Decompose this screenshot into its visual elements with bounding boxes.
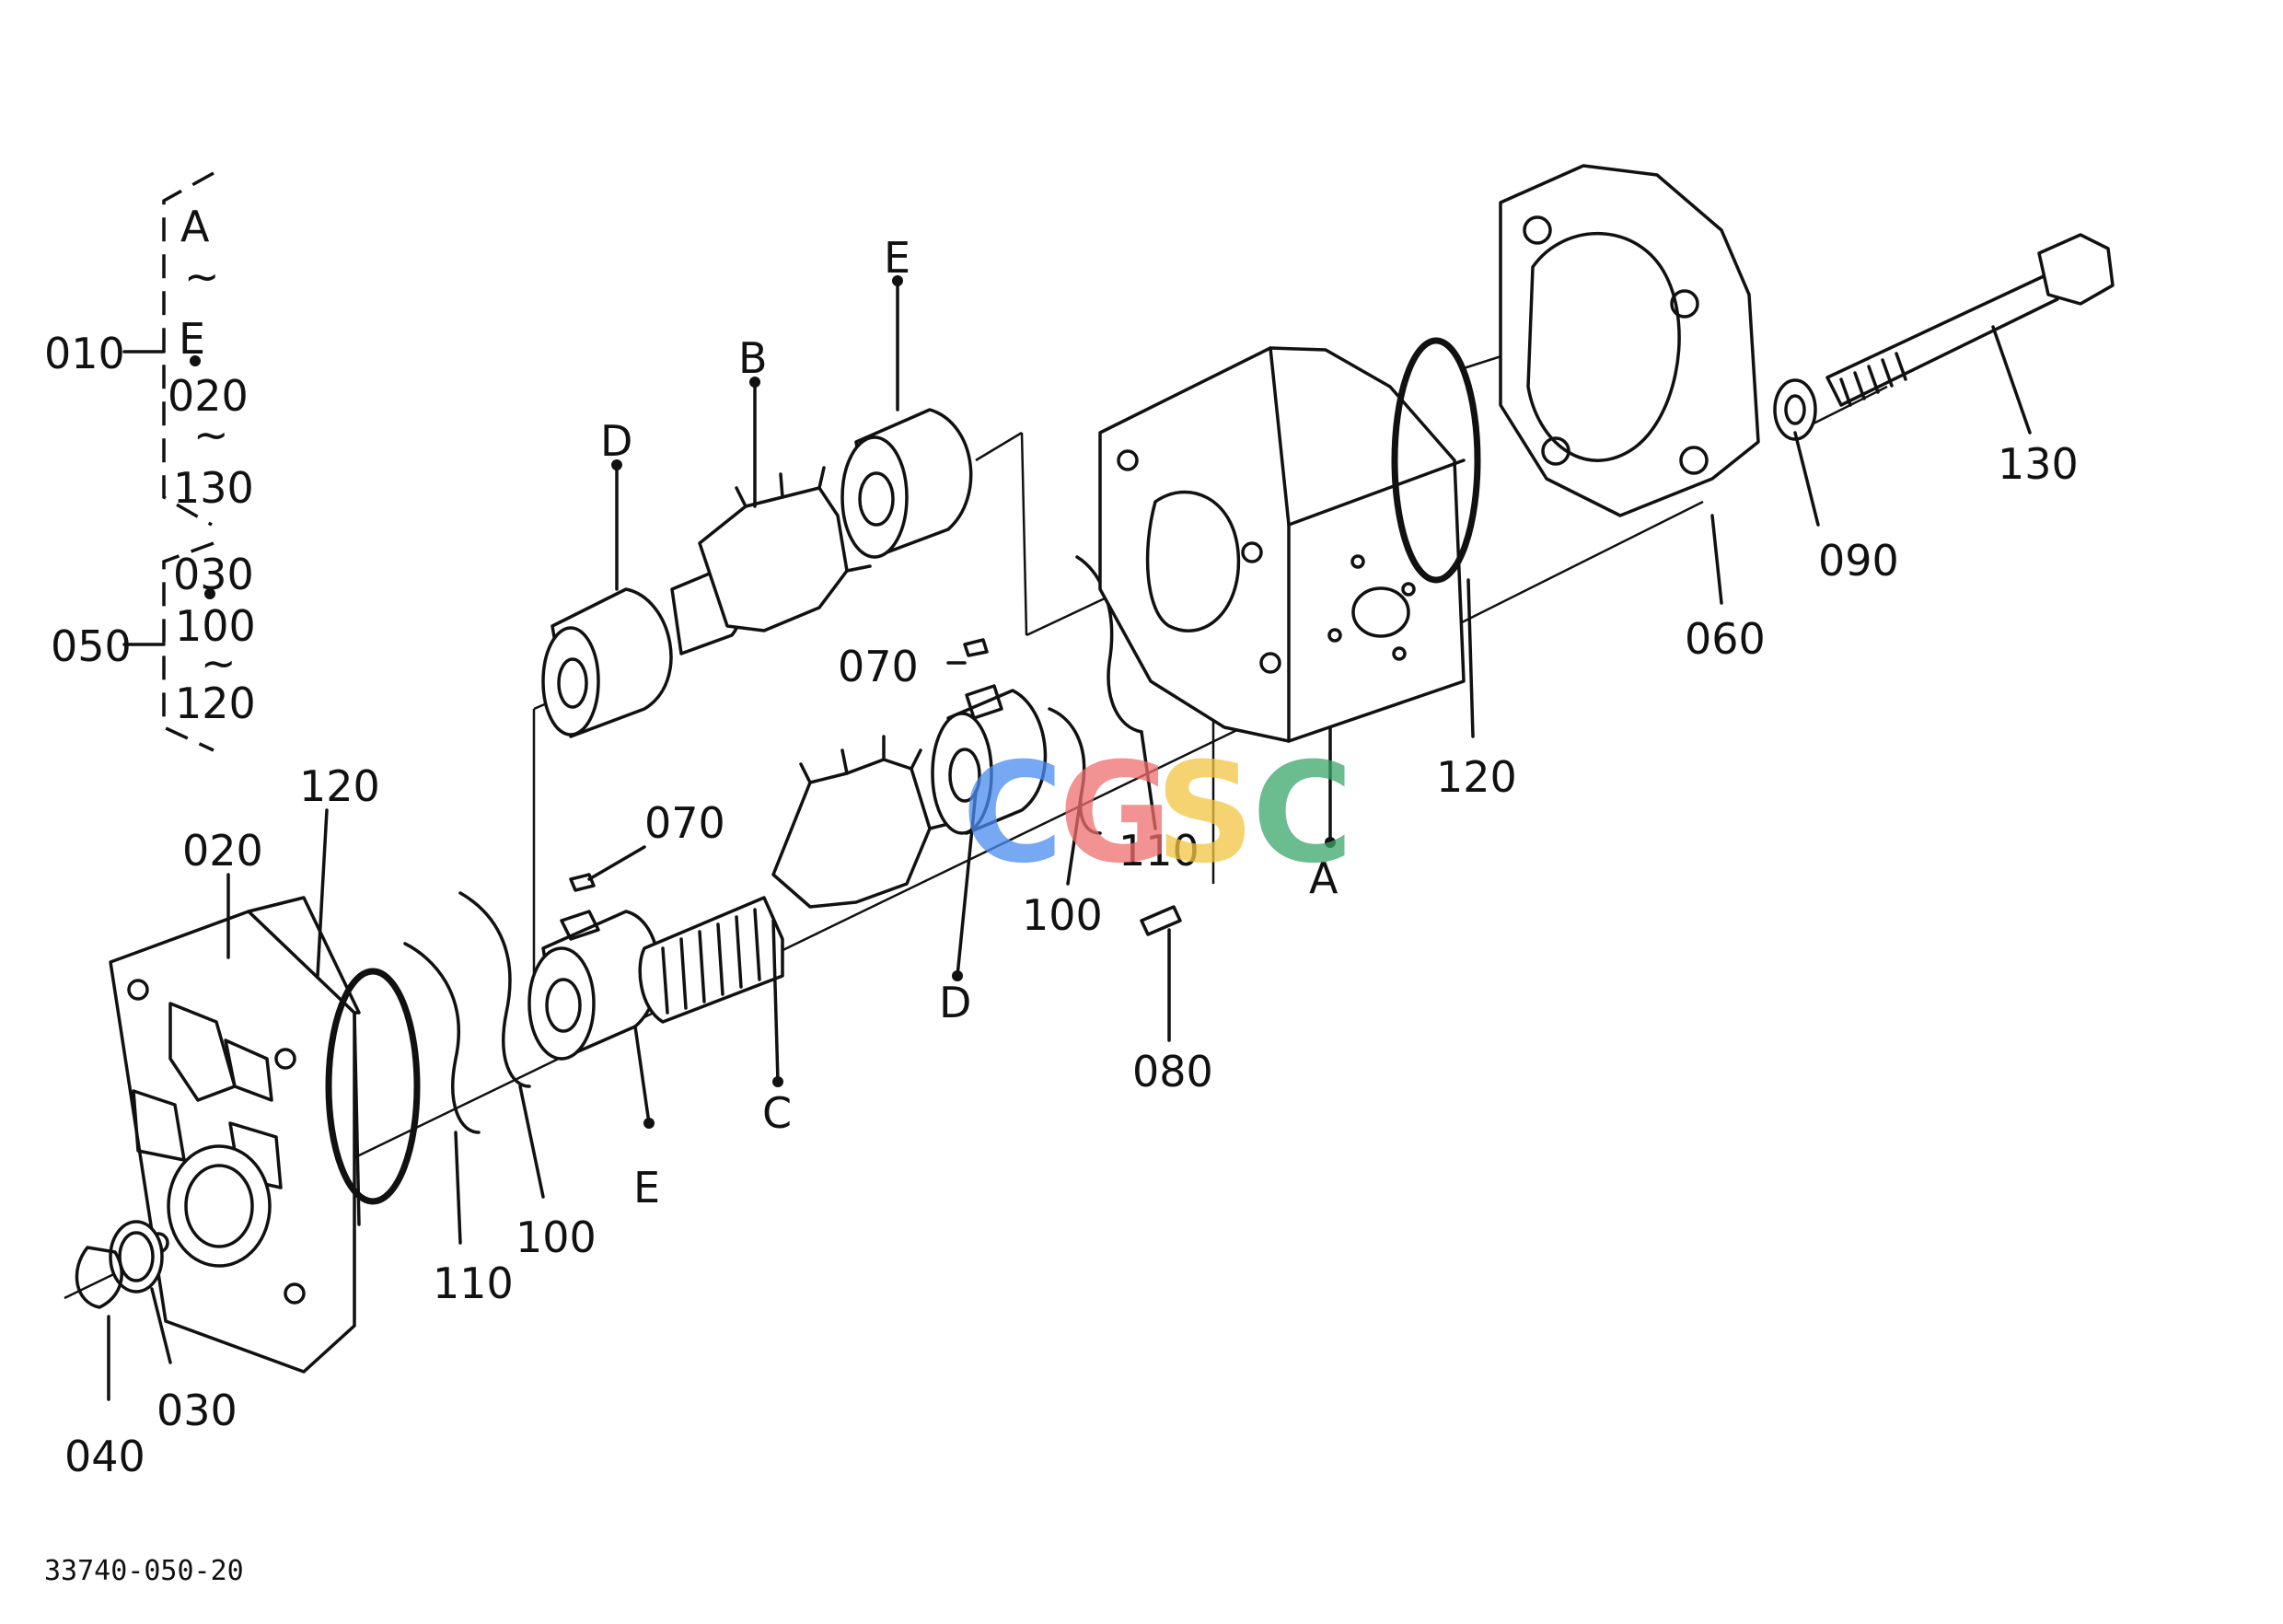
bushing-d-lower [931, 684, 1048, 835]
sub-label-a: A [1309, 853, 1339, 903]
part-label-080: 080 [1132, 1047, 1213, 1096]
watermark-letter-g: G [1059, 734, 1172, 894]
part-label-040: 040 [64, 1432, 145, 1481]
group-050-end: 120 [175, 679, 256, 728]
part-label-010: 010 [44, 329, 125, 378]
bushing-d-upper [541, 587, 673, 738]
part-label-030: 030 [156, 1386, 238, 1435]
backup-ring-110-front [403, 942, 481, 1134]
group-010-sub-tilde: ~ [193, 410, 229, 459]
backup-ring-100-rear [1048, 707, 1102, 835]
part-label-070-lower: 070 [644, 798, 725, 848]
group-010-range-start: A [180, 202, 210, 251]
watermark-logo: C G S C [962, 734, 1353, 894]
group-050-tilde: ~ [201, 638, 237, 688]
part-label-120-front: 120 [299, 761, 380, 811]
front-cover-plate [109, 896, 361, 1374]
backup-ring-100-front [458, 891, 531, 1088]
backup-ring-110-rear [1075, 555, 1143, 734]
part-label-060: 060 [1685, 614, 1766, 664]
group-050-start: 030 [173, 550, 254, 599]
leader-lines [107, 275, 2032, 1401]
sub-label-d-upper: D [600, 416, 632, 466]
part-label-130: 130 [1998, 439, 2079, 489]
rear-cover-plate [1499, 164, 1760, 517]
driven-gear-b [670, 466, 872, 655]
part-label-070-upper: 070 [838, 642, 919, 691]
watermark-letter-c1: C [962, 734, 1063, 894]
part-label-100-front: 100 [516, 1212, 597, 1262]
part-label-090: 090 [1818, 536, 1899, 586]
o-ring-120-front [325, 968, 421, 1205]
pin-080 [1140, 905, 1182, 936]
watermark-letter-s: S [1155, 734, 1255, 894]
o-ring-120-rear [1391, 337, 1481, 584]
sub-label-e-lower: E [633, 1163, 660, 1212]
part-label-110-front: 110 [433, 1259, 514, 1308]
watermark-letter-c2: C [1252, 734, 1353, 894]
drive-gear-c [638, 735, 950, 1024]
group-bracket [122, 171, 215, 752]
group-010-sub-start: 020 [168, 371, 249, 421]
sub-label-c: C [762, 1088, 792, 1138]
group-010-range-end: E [179, 314, 205, 364]
pump-body-housing [1098, 346, 1466, 743]
key-pin-070-upper [963, 638, 989, 657]
bushing-e-upper [840, 408, 973, 559]
part-label-120-rear: 120 [1436, 752, 1517, 802]
part-label-020: 020 [182, 826, 263, 876]
washer-090 [1773, 378, 1817, 441]
sub-label-d-lower: D [939, 978, 971, 1027]
group-050-mid: 100 [175, 601, 256, 651]
group-010-sub-end: 130 [173, 463, 254, 513]
part-label-100-rear: 100 [1022, 890, 1103, 940]
drawing-number: 33740-050-20 [44, 1555, 244, 1587]
snap-ring-040 [75, 1246, 123, 1309]
bolt-130 [1825, 233, 2115, 407]
bushing-e-lower [527, 910, 661, 1061]
part-label-110-rear: 110 [1118, 826, 1199, 876]
sub-label-e-upper: E [884, 233, 910, 283]
sub-label-b: B [738, 333, 768, 383]
group-010-range-tilde: ~ [184, 251, 220, 301]
part-label-050: 050 [51, 621, 132, 671]
